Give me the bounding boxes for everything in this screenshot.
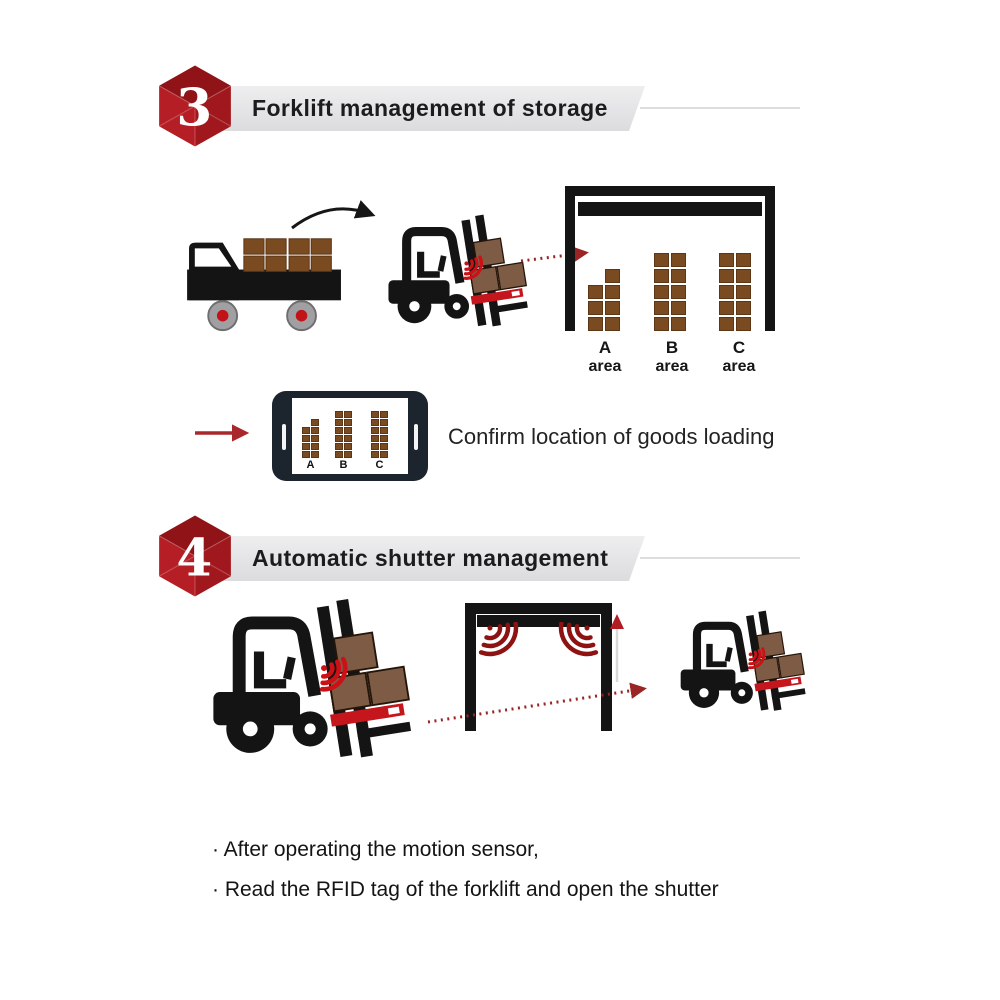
section4-banner: Automatic shutter management	[198, 536, 645, 581]
phone-area-b: B	[335, 411, 352, 471]
step-number-4: 4	[176, 529, 212, 589]
step-number-3: 3	[176, 79, 212, 139]
phone-screen: A B C	[292, 398, 408, 474]
forklift-small-illustration	[676, 610, 810, 715]
step-badge-4: 4	[158, 514, 232, 598]
phone-speaker-slit	[282, 424, 286, 450]
storage-area-stack-c	[719, 253, 751, 331]
area-label-b: B area	[655, 338, 689, 375]
shutter-open-arrow	[610, 614, 624, 682]
truck-cargo-boxes	[243, 238, 332, 272]
confirm-caption: Confirm location of goods loading	[448, 424, 775, 449]
phone-area-label-b: B	[339, 459, 348, 471]
section3-banner: Forklift management of storage	[198, 86, 645, 131]
confirm-red-arrow	[195, 424, 250, 442]
phone-area-label-c: C	[375, 459, 384, 471]
warehouse-shutter-bar	[578, 202, 762, 216]
forklift-illustration	[383, 214, 533, 331]
phone-home-slit	[414, 424, 418, 450]
step-badge-3: 3	[158, 64, 232, 148]
smartphone-illustration: A B C	[272, 391, 428, 481]
section3-banner-line	[640, 107, 800, 109]
section3-title: Forklift management of storage	[252, 95, 608, 121]
area-label-a: A area	[588, 338, 622, 375]
truck-illustration	[187, 238, 341, 332]
section4-banner-line	[640, 557, 800, 559]
phone-area-a: A	[302, 419, 319, 471]
section4-title: Automatic shutter management	[252, 545, 609, 571]
storage-area-stack-a	[588, 269, 620, 331]
storage-area-stack-b	[654, 253, 686, 331]
gate-illustration	[465, 603, 612, 731]
bullet-note-1: · After operating the motion sensor,	[212, 838, 539, 861]
bullet-note-2: · Read the RFID tag of the forklift and …	[212, 878, 719, 901]
truck-wheels	[207, 300, 317, 332]
warehouse-illustration	[565, 186, 775, 331]
phone-area-c: C	[371, 411, 388, 471]
forklift-large-illustration	[206, 598, 418, 764]
transfer-arrow	[291, 200, 376, 230]
phone-area-label-a: A	[306, 459, 315, 471]
truck-window	[194, 248, 232, 267]
area-label-c: C area	[722, 338, 756, 375]
rfid-path-arrow	[427, 682, 647, 724]
